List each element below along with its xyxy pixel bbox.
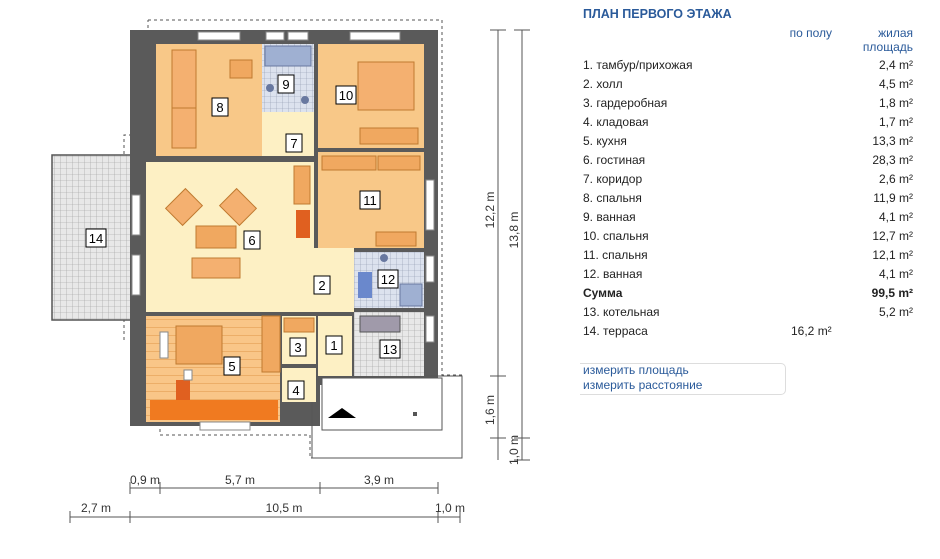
- room-label-7: 7: [285, 133, 303, 153]
- room-area-table: ПЛАН ПЕРВОГО ЭТАЖА по полу жилая площадь…: [570, 0, 940, 559]
- living-area: 4,5 m²: [878, 77, 913, 91]
- table-row: 11. спальня 12,1 m²: [583, 248, 913, 266]
- living-area: 4,1 m²: [878, 267, 913, 281]
- room-name: 12. ванная: [583, 267, 643, 281]
- entrance-arrow: [328, 408, 356, 418]
- room-14-terrace: [51, 154, 133, 321]
- table-row: 3. гардеробная 1,8 m²: [583, 96, 913, 114]
- living-area: 5,2 m²: [878, 305, 913, 319]
- living-area: 4,1 m²: [878, 210, 913, 224]
- table-row: 2. холл 4,5 m²: [583, 77, 913, 95]
- dim-10-5: 10,5 m: [266, 501, 303, 515]
- living-area: 1,7 m²: [878, 115, 913, 129]
- room-label-14: 14: [85, 228, 107, 248]
- svg-text:8: 8: [216, 100, 223, 115]
- measure-distance-link[interactable]: измерить расстояние: [583, 378, 703, 392]
- measure-links-box: [580, 363, 786, 395]
- room-name: 6. гостиная: [583, 153, 646, 167]
- dim-2-7: 2,7 m: [81, 501, 111, 515]
- room-name: 4. кладовая: [583, 115, 649, 129]
- floor-area: 16,2 m²: [791, 324, 832, 338]
- table-row: 7. коридор 2,6 m²: [583, 172, 913, 190]
- living-area: 11,9 m²: [873, 191, 913, 205]
- dim-12-2: 12,2 m: [483, 192, 497, 229]
- svg-text:6: 6: [248, 233, 255, 248]
- svg-text:1: 1: [330, 338, 337, 353]
- room-name: 13. котельная: [583, 305, 660, 319]
- dim-1-0-bottom: 1,0 m: [435, 501, 465, 515]
- table-row: 1. тамбур/прихожая 2,4 m²: [583, 58, 913, 76]
- living-area: 99,5 m²: [871, 286, 913, 300]
- living-area: 12,1 m²: [872, 248, 913, 262]
- room-label-10: 10: [335, 85, 357, 105]
- room-label-2: 2: [313, 275, 331, 295]
- dim-0-9: 0,9 m: [130, 473, 160, 487]
- table-row: 10. спальня 12,7 m²: [583, 229, 913, 247]
- living-area: 1,8 m²: [878, 96, 913, 110]
- dim-13-8: 13,8 m: [507, 212, 521, 249]
- table-row: 12. ванная 4,1 m²: [583, 267, 913, 285]
- table-row: 9. ванная 4,1 m²: [583, 210, 913, 228]
- living-area: 28,3 m²: [872, 153, 913, 167]
- room-label-3: 3: [289, 337, 307, 357]
- room-name: Сумма: [583, 286, 623, 300]
- svg-text:13: 13: [383, 342, 397, 357]
- svg-text:7: 7: [290, 136, 297, 151]
- dim-3-9: 3,9 m: [364, 473, 394, 487]
- room-name: 7. коридор: [583, 172, 643, 186]
- room-label-5: 5: [223, 356, 241, 376]
- table-row: 5. кухня 13,3 m²: [583, 134, 913, 152]
- porch: [321, 377, 443, 431]
- table-row: 4. кладовая 1,7 m²: [583, 115, 913, 133]
- col-header-living: жилая площадь: [862, 26, 913, 54]
- room-label-6: 6: [243, 230, 261, 250]
- room-name: 1. тамбур/прихожая: [583, 58, 693, 72]
- room-label-12: 12: [377, 269, 399, 289]
- room-label-9: 9: [277, 74, 295, 94]
- svg-text:4: 4: [292, 383, 299, 398]
- table-row: 14. терраса 16,2 m²: [583, 324, 913, 342]
- room-label-13: 13: [379, 339, 401, 359]
- col-header-floor: по полу: [789, 26, 832, 40]
- table-row: 8. спальня 11,9 m²: [583, 191, 913, 209]
- dim-1-6: 1,6 m: [483, 395, 497, 425]
- svg-text:10: 10: [339, 88, 353, 103]
- measure-area-link[interactable]: измерить площадь: [583, 363, 689, 377]
- svg-text:9: 9: [282, 77, 289, 92]
- room-name: 11. спальня: [583, 248, 648, 262]
- svg-text:3: 3: [294, 340, 301, 355]
- living-area: 12,7 m²: [872, 229, 913, 243]
- table-row: Сумма 99,5 m²: [583, 286, 913, 304]
- svg-text:14: 14: [89, 231, 103, 246]
- room-label-1: 1: [325, 335, 343, 355]
- room-name: 14. терраса: [583, 324, 648, 338]
- room-label-4: 4: [287, 380, 305, 400]
- room-label-11: 11: [359, 190, 381, 210]
- room-name: 2. холл: [583, 77, 623, 91]
- living-area: 13,3 m²: [872, 134, 913, 148]
- dim-1-0-right: 1,0 m: [507, 435, 521, 465]
- room-label-8: 8: [211, 97, 229, 117]
- room-name: 5. кухня: [583, 134, 627, 148]
- room-name: 10. спальня: [583, 229, 649, 243]
- svg-text:5: 5: [228, 359, 235, 374]
- room-name: 3. гардеробная: [583, 96, 668, 110]
- room-name: 8. спальня: [583, 191, 642, 205]
- table-row: 6. гостиная 28,3 m²: [583, 153, 913, 171]
- table-row: 13. котельная 5,2 m²: [583, 305, 913, 323]
- panel-title: ПЛАН ПЕРВОГО ЭТАЖА: [583, 7, 732, 21]
- living-area: 2,4 m²: [878, 58, 913, 72]
- dim-5-7: 5,7 m: [225, 473, 255, 487]
- svg-text:11: 11: [363, 193, 377, 208]
- living-area: 2,6 m²: [878, 172, 913, 186]
- svg-text:2: 2: [318, 278, 325, 293]
- room-name: 9. ванная: [583, 210, 636, 224]
- svg-text:12: 12: [381, 272, 395, 287]
